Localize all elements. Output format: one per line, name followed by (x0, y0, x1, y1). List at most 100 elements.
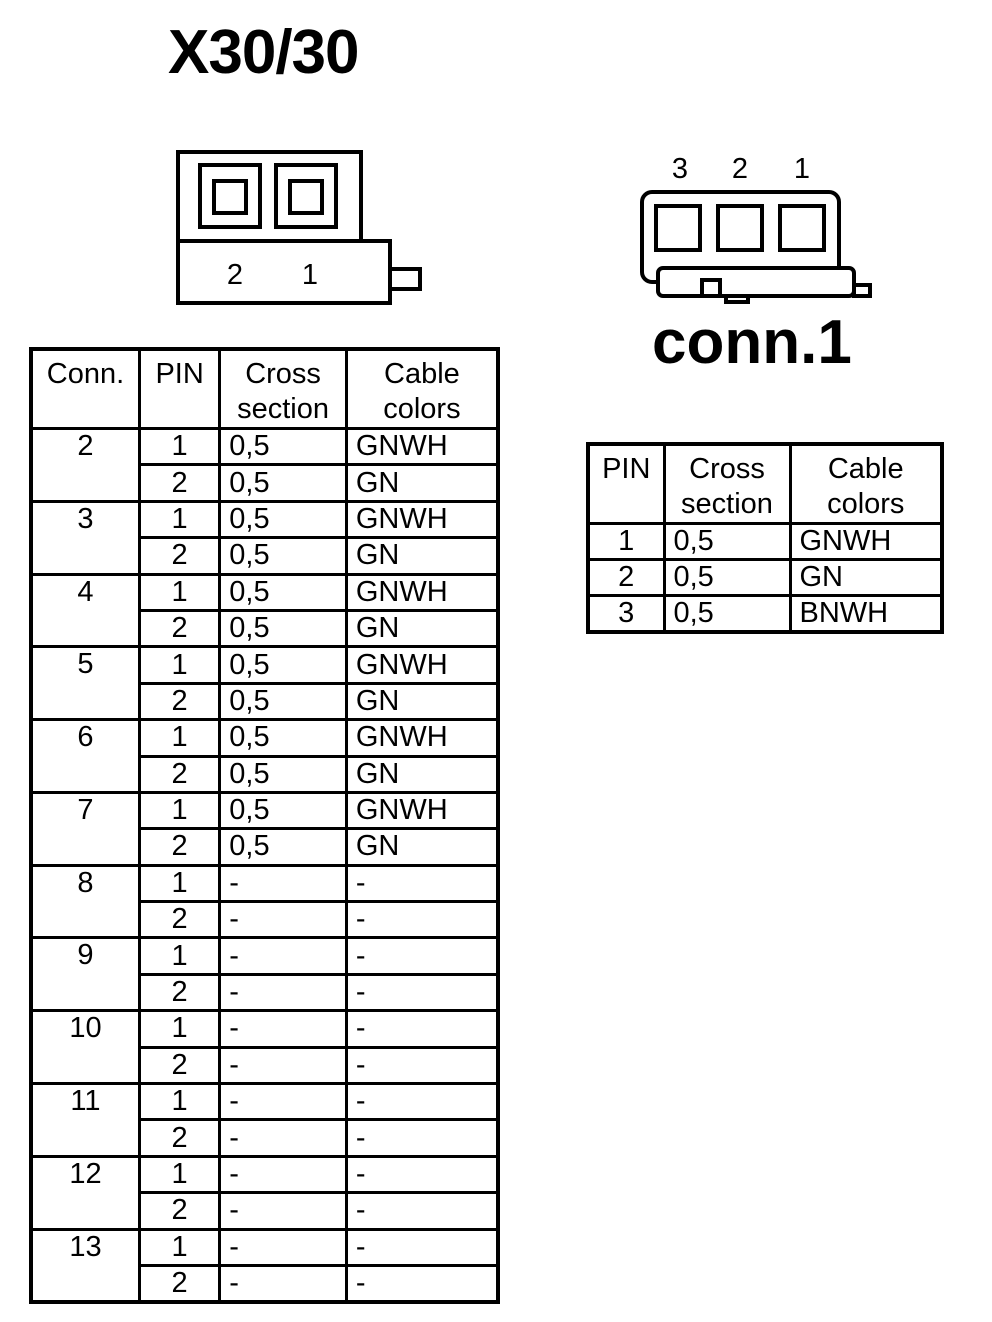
cross-section-cell: 0,5 (218, 827, 348, 867)
cross-section-cell: - (218, 863, 348, 904)
cross-section-cell: 0,5 (662, 522, 792, 561)
conn1-connector-side-tab (852, 283, 872, 298)
cable-color-cell: GNWH (344, 645, 500, 685)
pin-cell: 3 (586, 594, 666, 634)
conn-number-cell: 12 (29, 1154, 141, 1231)
cross-section-cell: - (218, 1227, 348, 1268)
conn-number-cell: 5 (29, 645, 141, 722)
pin-cell: 2 (137, 827, 222, 867)
conn1-pin-label-1: 1 (794, 153, 810, 185)
x30-connector-latch (388, 267, 422, 291)
cross-section-cell: - (218, 1191, 348, 1231)
cable-color-cell: - (344, 863, 500, 904)
cross-section-cell: - (218, 972, 348, 1013)
pin-cell: 1 (137, 645, 222, 685)
pin-cell: 1 (137, 1082, 222, 1122)
conn1-title: conn.1 (652, 308, 852, 377)
cross-section-cell: - (218, 936, 348, 976)
conn-number-cell: 7 (29, 790, 141, 867)
table-row: 2-- (31, 1263, 500, 1304)
cable-color-cell: - (344, 1154, 500, 1195)
conn-number-cell: 8 (29, 863, 141, 940)
cable-color-cell: GNWH (344, 790, 500, 831)
cable-color-cell: - (344, 1082, 500, 1122)
cable-color-cell: GN (344, 681, 500, 722)
cable-color-cell: BNWH (788, 594, 944, 634)
x30-pin-label-1: 1 (302, 259, 318, 291)
x30-pin-cell-1 (274, 163, 338, 229)
conn1-pin-label-3: 3 (672, 153, 688, 185)
pin-cell: 1 (137, 1227, 222, 1268)
cross-section-cell: - (218, 1009, 348, 1049)
cable-color-cell: GN (344, 463, 500, 503)
cable-color-cell: - (344, 1118, 500, 1158)
table-row: 2-- (31, 900, 500, 940)
conn1-pin-cell-3 (654, 204, 702, 252)
pin-cell: 1 (137, 718, 222, 758)
table-row: 2-- (31, 1191, 500, 1231)
conn-number-cell: 13 (29, 1227, 141, 1304)
pin-cell: 2 (586, 558, 666, 597)
cable-color-cell: GNWH (788, 522, 944, 561)
cable-color-cell: - (344, 1045, 500, 1086)
pin-cell: 1 (137, 790, 222, 831)
conn-number-cell: 4 (29, 572, 141, 649)
pin-cell: 2 (137, 536, 222, 576)
cross-section-cell: 0,5 (662, 558, 792, 597)
conn1-connector-key-left (700, 278, 722, 298)
x30-title: X30/30 (168, 18, 360, 87)
cable-color-cell: GN (788, 558, 944, 597)
pin-cell: 2 (137, 608, 222, 649)
cross-section-cell: 0,5 (218, 608, 348, 649)
cross-section-cell: - (218, 1045, 348, 1086)
table-row: 2-- (31, 1118, 500, 1158)
cross-section-cell: 0,5 (218, 463, 348, 503)
pin-cell: 1 (137, 572, 222, 612)
cross-section-cell: 0,5 (218, 790, 348, 831)
cable-color-cell: - (344, 972, 500, 1013)
conn1-header-cable-colors: Cable colors (788, 442, 944, 525)
x30-table-header-row: Conn. PIN Cross section Cable colors (29, 347, 500, 430)
cross-section-cell: - (218, 900, 348, 940)
cable-color-cell: - (344, 1191, 500, 1231)
conn1-connector-latch-bar (656, 266, 856, 298)
cross-section-cell: 0,5 (218, 499, 348, 540)
cable-color-cell: GN (344, 827, 500, 867)
cross-section-cell: 0,5 (218, 681, 348, 722)
conn1-table-header-row: PIN Cross section Cable colors (586, 442, 944, 525)
cross-section-cell: 0,5 (218, 754, 348, 794)
cable-color-cell: - (344, 1009, 500, 1049)
cross-section-cell: - (218, 1263, 348, 1304)
conn1-header-cross-section: Cross section (662, 442, 792, 525)
pin-cell: 2 (137, 463, 222, 503)
pin-cell: 1 (137, 1154, 222, 1195)
cross-section-cell: 0,5 (218, 645, 348, 685)
cable-color-cell: GN (344, 754, 500, 794)
cross-section-cell: 0,5 (218, 426, 348, 467)
pin-cell: 2 (137, 1263, 222, 1304)
pin-cell: 1 (586, 522, 666, 561)
pin-cell: 1 (137, 499, 222, 540)
conn-number-cell: 3 (29, 499, 141, 576)
pin-cell: 1 (137, 863, 222, 904)
conn-number-cell: 10 (29, 1009, 141, 1086)
cable-color-cell: - (344, 1227, 500, 1268)
x30-header-cable-colors: Cable colors (344, 347, 500, 430)
cable-color-cell: GNWH (344, 718, 500, 758)
conn1-connector-key-bottom (724, 294, 750, 304)
cable-color-cell: GN (344, 608, 500, 649)
cable-color-cell: GN (344, 536, 500, 576)
x30-header-cross-section: Cross section (218, 347, 348, 430)
